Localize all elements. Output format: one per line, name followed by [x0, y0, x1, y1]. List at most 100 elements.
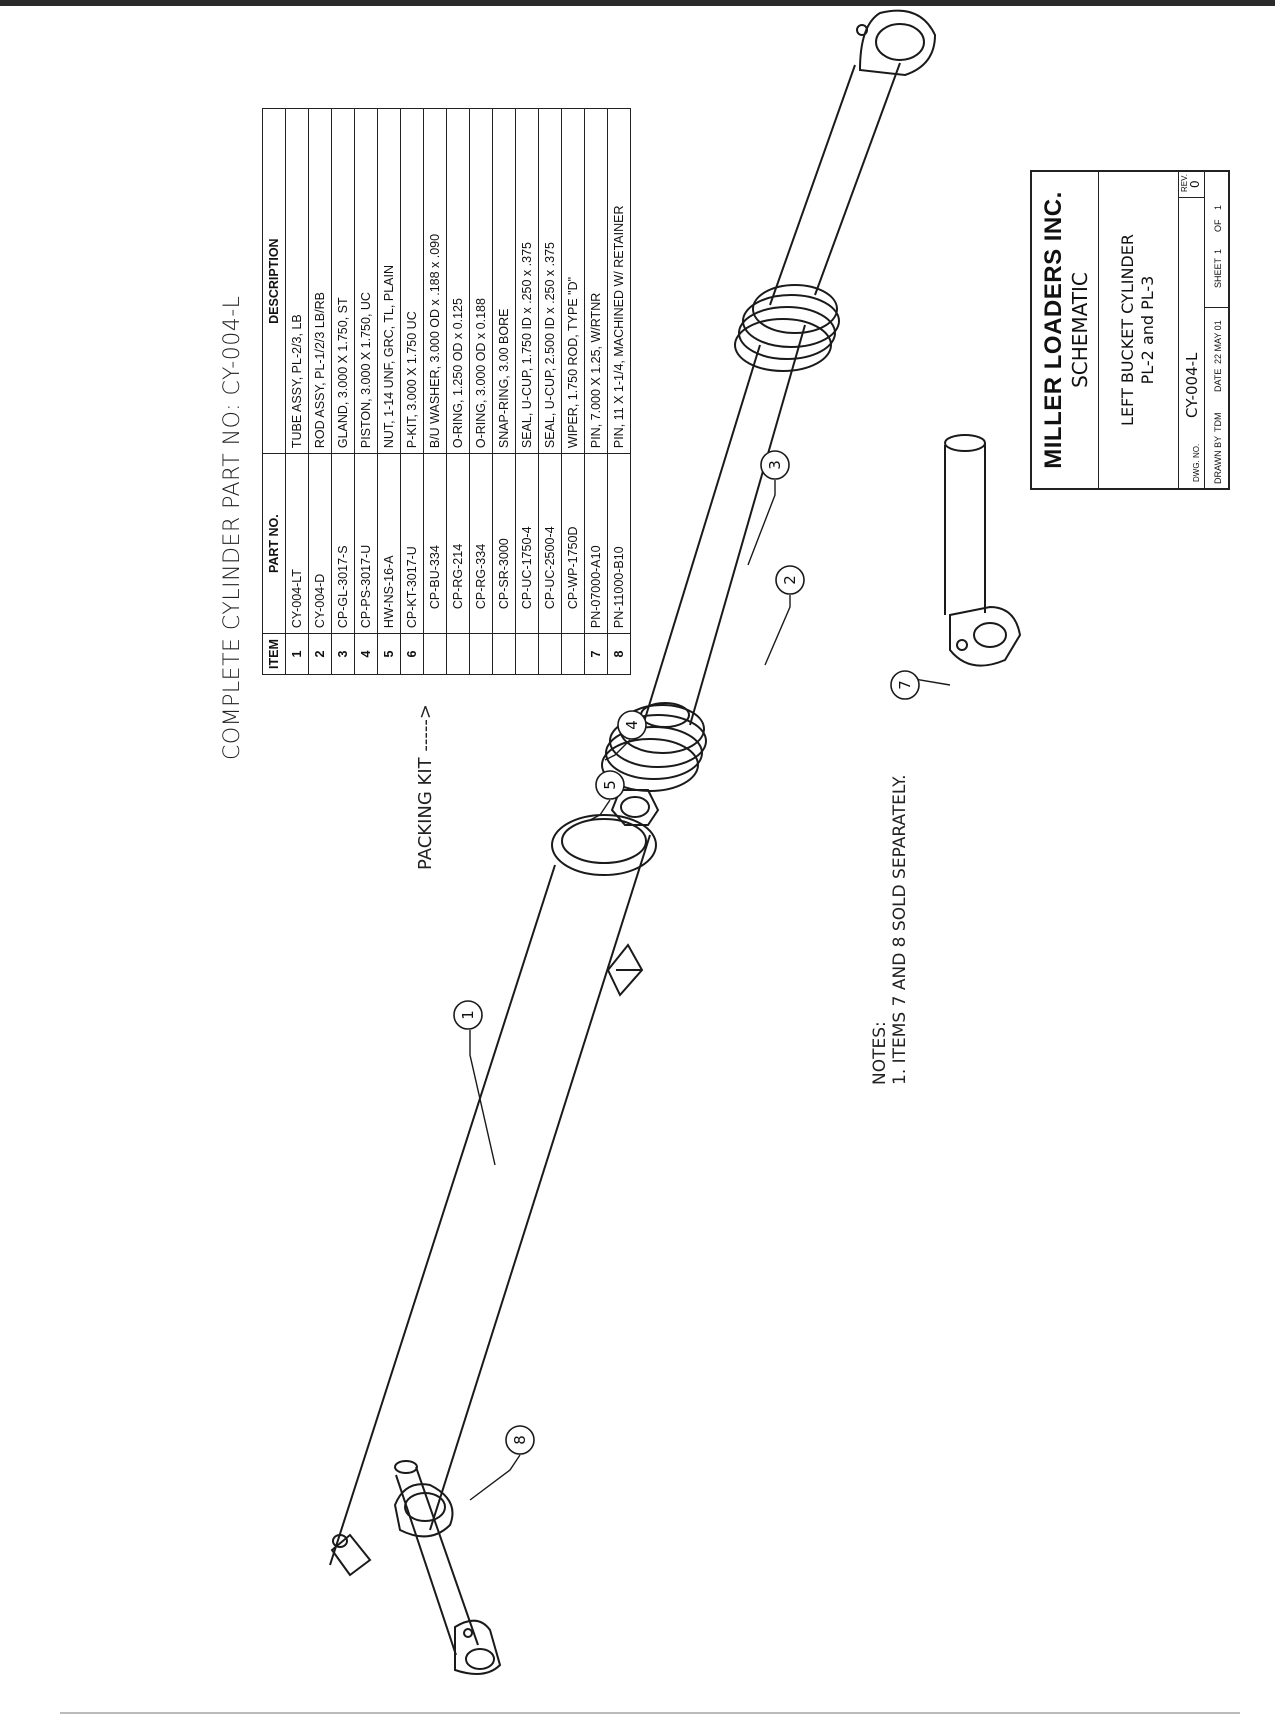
rod-assembly-item-2	[639, 324, 806, 736]
callout-5-text: 5	[601, 780, 619, 790]
callout-bubble-8: 8	[505, 1425, 535, 1455]
bom-description-cell: O-RING, 1.250 OD x 0.125	[446, 108, 470, 454]
callout-bubble-7: 7	[890, 670, 920, 700]
sheet-label: SHEET	[1213, 257, 1223, 288]
bom-item-cell	[469, 633, 493, 675]
sheet-value: 1	[1213, 248, 1223, 254]
bom-item-cell	[492, 633, 516, 675]
bom-part-cell: PN-07000-A10	[584, 453, 608, 634]
bom-header-part: PART NO.	[262, 453, 286, 634]
of-label: OF	[1213, 219, 1223, 233]
callout-1-text: 1	[459, 1010, 477, 1020]
drawing-title-line-2: PL-2 and PL-3	[1138, 275, 1157, 385]
pin-item-8	[394, 1460, 502, 1675]
date-value: 22 MAY 01	[1213, 320, 1223, 364]
bom-part-cell: CP-BU-334	[423, 453, 447, 634]
bom-description-cell: SEAL, U-CUP, 2.500 ID x .250 x .375	[538, 108, 562, 454]
date-label: DATE	[1213, 368, 1223, 392]
title-block-divider	[1204, 172, 1205, 488]
drawn-by-value: TDM	[1213, 412, 1223, 433]
company-name: MILLER LOADERS INC.	[1040, 191, 1067, 469]
callout-bubble-5: 5	[595, 770, 625, 800]
bom-header-description: DESCRIPTION	[262, 108, 286, 454]
bom-part-cell: CP-WP-1750D	[561, 453, 585, 634]
callout-bubble-3: 3	[760, 450, 790, 480]
bom-item-cell: 1	[285, 633, 309, 675]
rev-value: 0	[1188, 180, 1202, 188]
bom-part-cell: CP-RG-214	[446, 453, 470, 634]
scan-bottom-edge	[60, 1712, 1240, 1714]
bom-item-cell	[538, 633, 562, 675]
bom-description-cell: NUT, 1-14 UNF, GRC, TL, PLAIN	[377, 108, 401, 454]
dwg-no-label: DWG. NO.	[1192, 443, 1201, 482]
bom-description-cell: PIN, 7.000 X 1.25, W/RTNR	[584, 108, 608, 454]
bom-item-cell: 3	[331, 633, 355, 675]
bom-part-cell: CY-004-LT	[285, 453, 309, 634]
bom-part-cell: HW-NS-16-A	[377, 453, 401, 634]
bom-item-cell: 7	[584, 633, 608, 675]
callout-bubble-2: 2	[775, 565, 805, 595]
bom-part-cell: PN-11000-B10	[607, 453, 631, 634]
callout-2-text: 2	[781, 575, 799, 585]
bom-description-cell: TUBE ASSY, PL-2/3, LB	[285, 108, 309, 454]
callout-bubble-4: 4	[617, 710, 647, 740]
callout-3-text: 3	[766, 460, 784, 470]
dwg-no-value: CY-004-L	[1183, 352, 1201, 418]
bom-item-cell: 2	[308, 633, 332, 675]
bom-description-cell: PIN, 11 X 1-1/4, MACHINED W/ RETAINER	[607, 108, 631, 454]
title-block-divider	[1178, 197, 1204, 198]
bom-description-cell: P-KIT, 3.000 X 1.750 UC	[400, 108, 424, 454]
bom-description-cell: B/U WASHER, 3.000 OD x .188 x .090	[423, 108, 447, 454]
title-block: MILLER LOADERS INC. SCHEMATIC LEFT BUCKE…	[1030, 170, 1230, 490]
bom-part-cell: CY-004-D	[308, 453, 332, 634]
bom-description-cell: SEAL, U-CUP, 1.750 ID x .250 x .375	[515, 108, 539, 454]
bom-description-cell: ROD ASSY, PL-1/2/3 LB/RB	[308, 108, 332, 454]
packing-kit-label: PACKING KIT ----->	[415, 704, 436, 870]
title-block-divider	[1098, 172, 1099, 488]
bom-item-cell	[446, 633, 470, 675]
bom-item-cell: 6	[400, 633, 424, 675]
drawing-type: SCHEMATIC	[1068, 272, 1092, 388]
bom-part-cell: CP-SR-3000	[492, 453, 516, 634]
notes-heading: NOTES:	[870, 1021, 890, 1085]
bom-part-cell: CP-PS-3017-U	[354, 453, 378, 634]
notes-block: NOTES: 1. ITEMS 7 AND 8 SOLD SEPARATELY.	[870, 775, 910, 1085]
of-value: 1	[1213, 204, 1223, 210]
bom-item-cell: 4	[354, 633, 378, 675]
bom-item-cell	[561, 633, 585, 675]
callout-8-text: 8	[511, 1435, 529, 1445]
pin-item-7	[944, 434, 1022, 667]
tube-assembly-item-1	[329, 814, 657, 1577]
bom-description-cell: PISTON, 3.000 X 1.750, UC	[354, 108, 378, 454]
bom-description-cell: GLAND, 3.000 X 1.750, ST	[331, 108, 355, 454]
bom-part-cell: CP-UC-2500-4	[538, 453, 562, 634]
callout-leaders	[469, 480, 951, 1501]
callout-4-text: 4	[623, 720, 641, 730]
bom-description-cell: WIPER, 1.750 ROD, TYPE "D"	[561, 108, 585, 454]
callout-7-text: 7	[896, 680, 914, 690]
drawing-title: COMPLETE CYLINDER PART NO: CY-004-L	[220, 295, 245, 760]
bom-item-cell: 8	[607, 633, 631, 675]
bom-item-cell	[423, 633, 447, 675]
bom-item-cell	[515, 633, 539, 675]
bom-part-cell: CP-KT-3017-U	[400, 453, 424, 634]
notes-line-1: 1. ITEMS 7 AND 8 SOLD SEPARATELY.	[890, 774, 910, 1085]
callout-bubble-1: 1	[453, 1000, 483, 1030]
bom-description-cell: SNAP-RING, 3.00 BORE	[492, 108, 516, 454]
